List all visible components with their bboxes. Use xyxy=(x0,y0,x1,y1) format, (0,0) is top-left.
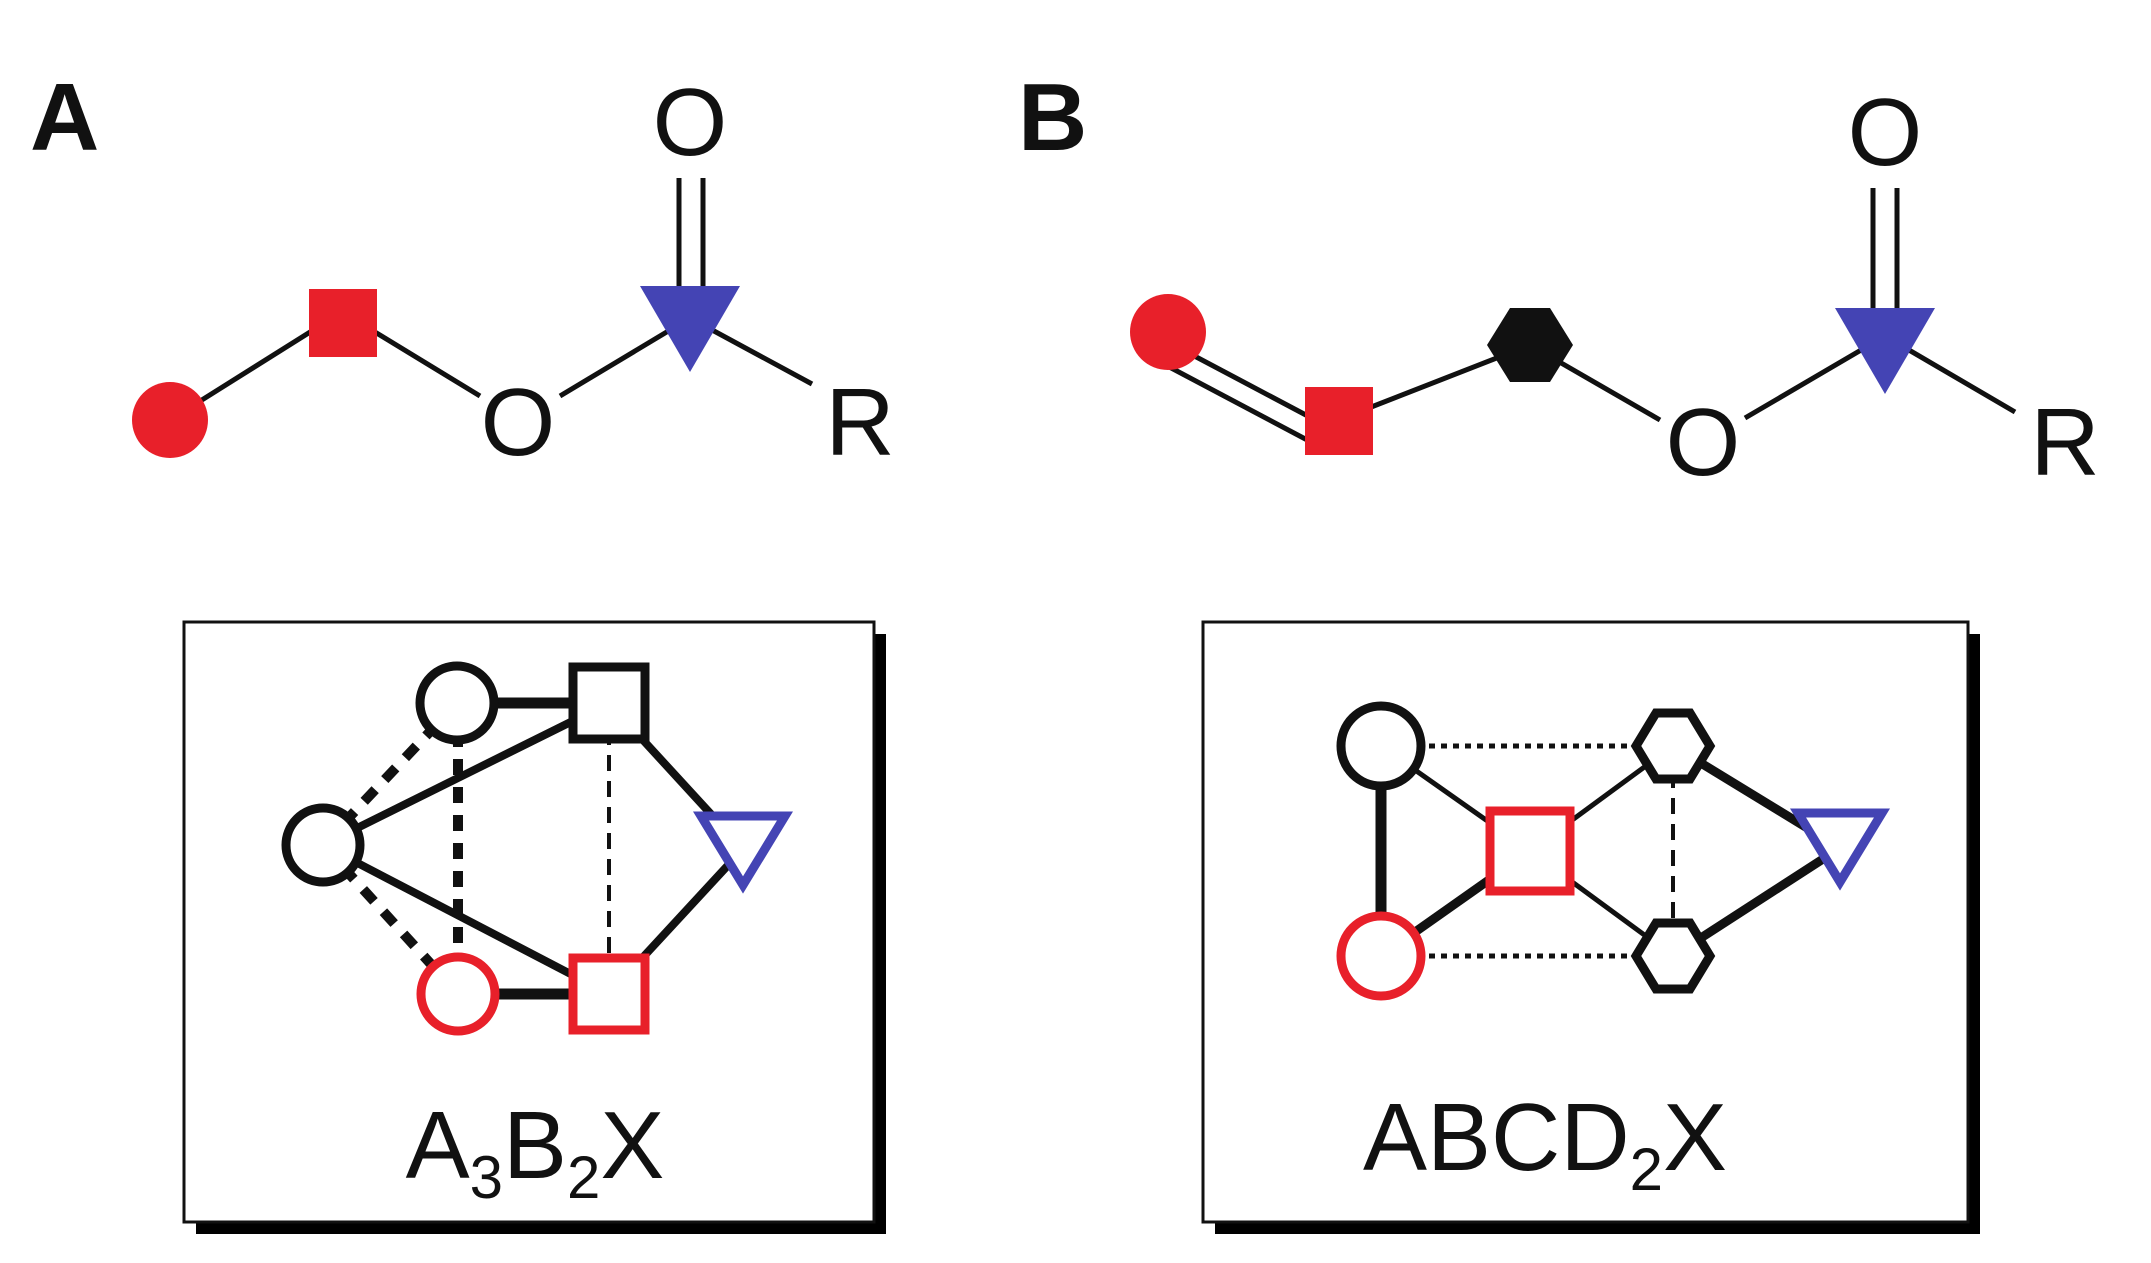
red-filled-circle-icon xyxy=(132,382,208,458)
blue-filled-triangle-icon xyxy=(1835,308,1935,394)
atom-ester-oxygen: O xyxy=(481,369,556,476)
atom-r-group: R xyxy=(2030,389,2099,496)
panel-b-label: B xyxy=(1018,64,1087,171)
red-square-icon xyxy=(568,953,650,1035)
box-frame xyxy=(182,620,876,1224)
red-square-icon xyxy=(1485,806,1575,896)
spin-system-formula-b: ABCD2X xyxy=(1363,1084,1727,1203)
blue-triangle-icon xyxy=(692,811,794,894)
coupling-medium xyxy=(321,841,611,998)
atom-carbonyl-oxygen: O xyxy=(653,69,728,176)
black-hexagon-icon xyxy=(1630,708,1716,784)
red-circle-icon xyxy=(416,952,500,1036)
panel-b: B O O R xyxy=(1018,64,2100,496)
red-filled-square-icon xyxy=(1305,387,1373,455)
atom-ester-oxygen: O xyxy=(1666,389,1741,496)
red-filled-circle-icon xyxy=(1130,294,1206,370)
spin-system-box-b: ABCD2X xyxy=(1201,620,1980,1234)
double-bond-ab-line-2 xyxy=(1156,358,1330,454)
spin-system-formula-a: A3B2X xyxy=(406,1092,665,1211)
box-frame xyxy=(1201,620,1970,1224)
black-square-icon xyxy=(568,662,650,744)
blue-filled-triangle-icon xyxy=(640,286,740,372)
black-circle-icon xyxy=(281,803,365,887)
atom-r-group: R xyxy=(825,369,894,476)
red-filled-square-icon xyxy=(309,289,377,357)
blue-triangle-icon xyxy=(1789,808,1891,891)
coupling-medium xyxy=(321,699,611,849)
red-circle-icon xyxy=(1336,911,1426,1001)
black-circle-icon xyxy=(415,661,499,745)
black-circle-icon xyxy=(1336,701,1426,791)
spin-system-box-a: A3B2X xyxy=(182,620,886,1234)
black-hexagon-icon xyxy=(1630,918,1716,994)
atom-carbonyl-oxygen: O xyxy=(1848,79,1923,186)
panel-a: A O O R xyxy=(30,64,895,476)
panel-a-label: A xyxy=(30,64,99,171)
black-filled-hexagon-icon xyxy=(1487,308,1573,382)
